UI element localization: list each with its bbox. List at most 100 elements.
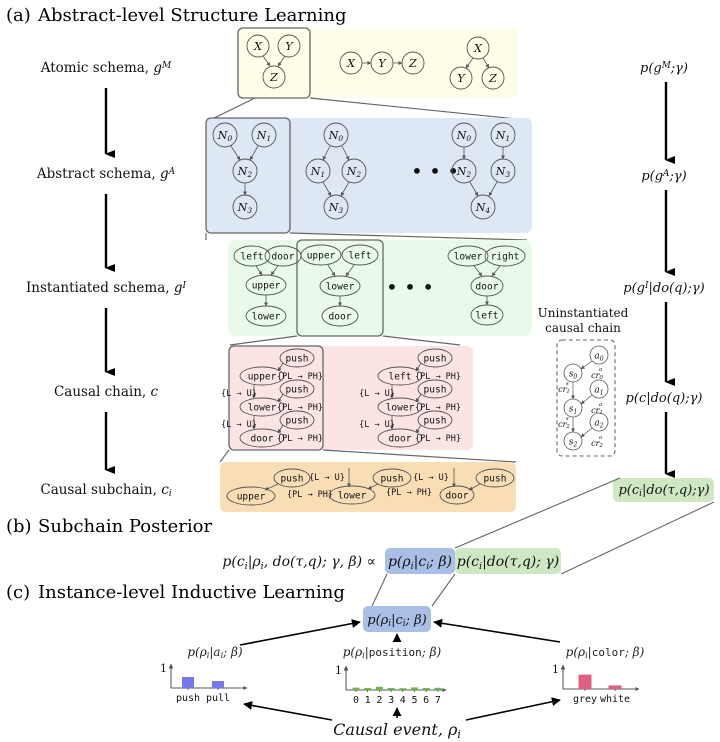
subscript: 1 bbox=[320, 170, 325, 179]
subscript: 3 bbox=[505, 170, 510, 179]
superscript: M bbox=[661, 61, 672, 71]
superscript: I bbox=[644, 281, 649, 291]
graph-node bbox=[470, 194, 496, 220]
section-a-letter: (a) bbox=[6, 5, 31, 26]
chart-x-tick-label: 1 bbox=[365, 695, 371, 706]
graph-edge bbox=[230, 145, 241, 161]
node-label: push bbox=[281, 474, 304, 485]
node-label: N3 bbox=[237, 201, 253, 215]
node-label: N1 bbox=[310, 165, 325, 179]
action-node bbox=[417, 410, 453, 430]
node-label: N3 bbox=[328, 201, 344, 215]
chart-x-tick-label: 3 bbox=[388, 695, 394, 706]
node-label: upper bbox=[252, 281, 281, 292]
node-label: push bbox=[424, 354, 447, 365]
node-label: s1 bbox=[569, 405, 578, 416]
prior-highlight bbox=[455, 548, 561, 574]
subscript: 2 bbox=[598, 443, 603, 449]
attribute-edge-label: {PL → PH} bbox=[287, 490, 333, 500]
graph-edge bbox=[580, 394, 593, 405]
level-probability: p(gI|do(q);γ) bbox=[623, 281, 704, 296]
node-label: N0 bbox=[328, 129, 344, 143]
likelihood-highlight bbox=[385, 548, 455, 574]
action-node bbox=[589, 345, 609, 365]
action-node bbox=[417, 348, 453, 368]
node-label: X bbox=[473, 42, 483, 55]
zoom-connector bbox=[560, 501, 715, 575]
graph-node bbox=[277, 34, 301, 58]
chart-x-tick-label: 0 bbox=[353, 695, 359, 706]
action-node bbox=[589, 412, 609, 432]
node-label: N3 bbox=[495, 165, 511, 179]
chart-bar bbox=[182, 677, 194, 688]
graph-edge bbox=[482, 57, 490, 69]
chart-bar bbox=[411, 687, 418, 690]
node-label: push bbox=[286, 416, 309, 427]
state-edge-label: {L → U} bbox=[221, 420, 257, 430]
chart-y-tick-label: 1 bbox=[335, 664, 342, 677]
node-label: Z bbox=[488, 72, 497, 85]
ellipsis-icon: • • • bbox=[386, 275, 434, 299]
subscript: 0 bbox=[227, 134, 232, 143]
chart-x-tick-label: 6 bbox=[423, 695, 429, 706]
section-b-title: Subchain Posterior bbox=[38, 516, 212, 537]
node-label: upper bbox=[248, 372, 277, 383]
subscript: i bbox=[426, 561, 429, 572]
action-node bbox=[475, 468, 515, 488]
subscript: 0 bbox=[466, 134, 471, 143]
subscript: 2 bbox=[599, 422, 604, 429]
node-label: N1 bbox=[495, 129, 510, 143]
superscript: A bbox=[662, 169, 669, 179]
node-label: door bbox=[446, 491, 469, 502]
node-label: X bbox=[253, 40, 263, 53]
state-edge-label: {L → U} bbox=[359, 420, 395, 430]
action-edge-label: cr0a bbox=[591, 367, 603, 381]
node-label: a2 bbox=[594, 419, 603, 430]
chart-bar bbox=[578, 674, 592, 689]
graph-node bbox=[300, 244, 342, 266]
state-node bbox=[239, 428, 285, 448]
arrow-action-to-likelihood bbox=[239, 619, 361, 646]
chart-x-tick-label: push bbox=[176, 693, 200, 704]
subscript: 4 bbox=[484, 206, 490, 215]
chart-x-tick-label: 5 bbox=[411, 695, 417, 706]
graph-node bbox=[449, 66, 473, 90]
zoom-connector bbox=[454, 477, 621, 549]
graph-node bbox=[341, 244, 379, 266]
node-label: N0 bbox=[217, 129, 233, 143]
state-edge-label: {L → U} bbox=[309, 473, 345, 483]
graph-edge bbox=[465, 57, 474, 69]
graph-edge bbox=[415, 393, 422, 403]
node-label: s0 bbox=[569, 370, 578, 381]
state-node bbox=[563, 431, 583, 451]
node-label: left bbox=[476, 311, 499, 322]
subscript: 0 bbox=[600, 355, 604, 362]
subscript: 1 bbox=[266, 134, 271, 143]
state-edge-label: {L → U} bbox=[221, 389, 257, 399]
node-label: N0 bbox=[456, 129, 472, 143]
state-node bbox=[239, 397, 285, 417]
action-node bbox=[279, 348, 315, 368]
state-edge-label: {L → U} bbox=[359, 389, 395, 399]
section-b-header: (b) Subchain Posterior bbox=[6, 516, 212, 537]
graph-edge bbox=[327, 264, 336, 277]
graph-edge bbox=[488, 181, 498, 197]
node-label: lower bbox=[252, 312, 281, 323]
zoom-connector bbox=[371, 573, 388, 607]
action-node bbox=[279, 379, 315, 399]
chart-x-tick-label: 4 bbox=[400, 695, 406, 706]
subscript: 0 bbox=[338, 134, 343, 143]
section-c-header: (c) Instance-level Inductive Learning bbox=[6, 582, 345, 603]
graph-edge bbox=[580, 427, 593, 438]
level-probability: p(gA;γ) bbox=[641, 169, 686, 184]
graph-edge bbox=[322, 181, 332, 197]
node-label: door bbox=[272, 252, 295, 263]
node-label: lower bbox=[326, 282, 355, 293]
graph-edge bbox=[473, 265, 483, 277]
graph-node bbox=[305, 158, 331, 184]
state-edge-label: cr1s bbox=[558, 381, 570, 395]
chart-bar bbox=[375, 686, 383, 690]
graph-edge bbox=[415, 424, 422, 434]
zoom-connector bbox=[309, 97, 528, 121]
subchain-prior-highlight bbox=[613, 478, 714, 502]
